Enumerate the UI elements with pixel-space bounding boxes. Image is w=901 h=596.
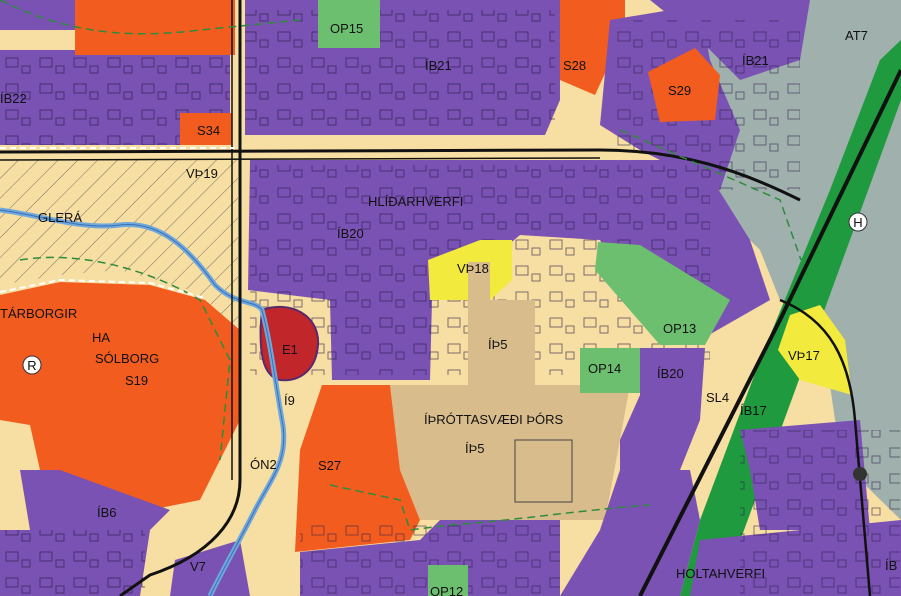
zone-op14[interactable] [580, 348, 640, 393]
road-horizontal [0, 148, 801, 202]
zone-s29[interactable] [648, 48, 720, 122]
label-ib6: ÍB6 [97, 505, 117, 520]
circle-h-icon: H [848, 212, 868, 232]
zone-e1[interactable] [259, 305, 320, 382]
road-west [119, 0, 242, 596]
label-op15: OP15 [330, 21, 363, 36]
label-op14: OP14 [588, 361, 621, 376]
r-marker-label: R [27, 358, 36, 373]
zone-op12[interactable] [428, 565, 468, 596]
sports-field-outline [514, 439, 573, 503]
zone-s34[interactable] [180, 113, 232, 145]
label-ith5-b: ÍÞ5 [465, 441, 485, 456]
label-ib17: ÍB17 [740, 403, 767, 418]
label-op12: OP12 [430, 584, 463, 596]
label-ith5-a: ÍÞ5 [488, 337, 508, 352]
label-ib22: ÍB22 [0, 91, 27, 106]
circle-r-icon: R [22, 355, 42, 375]
buildings-sw [0, 530, 145, 596]
label-s28: S28 [563, 58, 586, 73]
boundary-dashed-1 [0, 0, 301, 35]
label-arborgir: TÁRBORGIR [0, 306, 77, 321]
zone-ith5-sports[interactable] [390, 385, 630, 520]
label-solborg: SÓLBORG [95, 351, 159, 366]
label-op13: OP13 [663, 321, 696, 336]
label-ithrottasvaedi: ÍÞRÓTTASVÆÐI ÞÓRS [424, 412, 563, 427]
black-dot-icon [853, 467, 867, 481]
label-vth18: VÞ18 [457, 261, 489, 276]
label-holtahverfi: HOLTAHVERFI [676, 566, 765, 581]
boundary-dashed-4 [619, 129, 802, 261]
zone-vth17[interactable] [778, 305, 852, 395]
boundary-dashed-3 [329, 484, 651, 531]
label-glera: GLERÁ [38, 210, 82, 225]
zone-commercial-top[interactable] [75, 0, 235, 55]
zone-holtahverfi[interactable] [560, 470, 700, 596]
road-east [638, 69, 901, 596]
boundary-dashed-2 [19, 256, 231, 461]
label-s29: S29 [668, 83, 691, 98]
label-ib21-b: ÍB21 [742, 53, 769, 68]
label-vth17: VÞ17 [788, 348, 820, 363]
road-east-branch [779, 298, 872, 596]
label-i9: Í9 [284, 393, 295, 408]
label-vth19: VÞ19 [186, 166, 218, 181]
label-ib20-b: ÍB20 [657, 366, 684, 381]
label-ib-edge: ÍB [885, 558, 897, 573]
zone-s19[interactable] [0, 282, 240, 510]
buildings-se [740, 430, 900, 596]
label-hlidarhverfi: HLÍÐARHVERFI [368, 194, 463, 209]
road-horizontal-inner [0, 157, 601, 161]
label-s19: S19 [125, 373, 148, 388]
label-e1: E1 [282, 342, 298, 357]
label-on2: ÓN2 [250, 457, 277, 472]
zone-op13[interactable] [595, 242, 730, 345]
zone-ith5-upper[interactable] [468, 262, 535, 385]
river-glera-outline [0, 209, 285, 596]
zone-op15[interactable] [318, 0, 380, 48]
label-v7: V7 [190, 559, 206, 574]
h-marker-label: H [853, 215, 862, 230]
label-ib20-a: ÍB20 [337, 226, 364, 241]
zone-ib6[interactable] [20, 470, 170, 530]
label-s34: S34 [197, 123, 220, 138]
boundary-s19-white [0, 278, 206, 299]
label-ha: HA [92, 330, 110, 345]
label-ib21-a: ÍB21 [425, 58, 452, 73]
buildings-ib21 [245, 10, 555, 135]
label-s27: S27 [318, 458, 341, 473]
zone-s27[interactable] [295, 385, 420, 552]
zone-ib20-east[interactable] [620, 348, 705, 470]
zone-glera-hatched[interactable] [0, 160, 238, 330]
label-sl4: SL4 [706, 390, 729, 405]
label-at7: AT7 [845, 28, 868, 43]
zone-s28[interactable] [560, 0, 625, 95]
